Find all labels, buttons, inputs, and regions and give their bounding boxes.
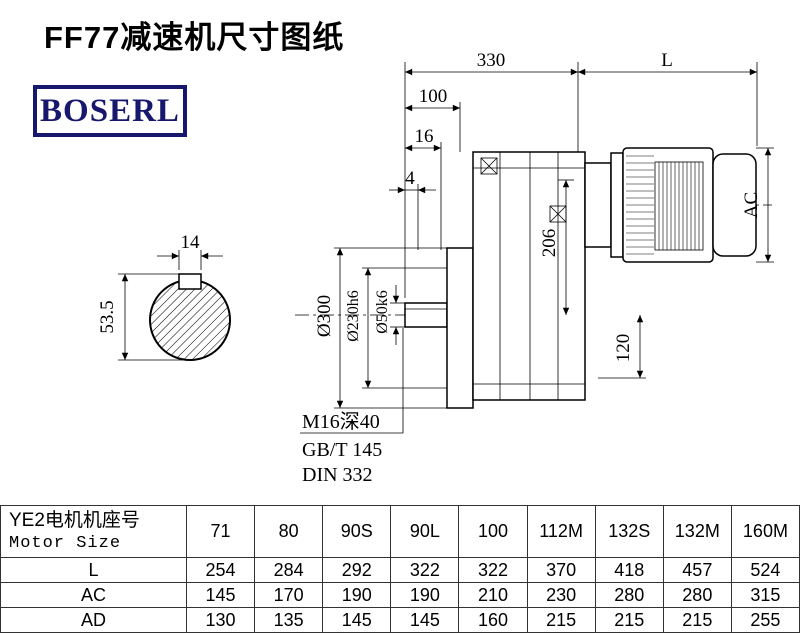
dim-label-100: 100: [419, 86, 448, 107]
value-cell: 370: [526, 557, 596, 583]
dim-label-d50k6: Ø50k6: [374, 290, 391, 334]
output-flange: [446, 247, 474, 409]
col-header: 132S: [594, 505, 664, 558]
row-label: L: [0, 557, 187, 583]
dim-label-d300: Ø300: [314, 295, 335, 337]
value-cell: 255: [730, 607, 800, 633]
vertical-dimensions: 206 120 AC: [539, 147, 774, 379]
value-cell: 215: [526, 607, 596, 633]
value-cell: 457: [662, 557, 732, 583]
housing-body: [472, 151, 586, 401]
motor-flange-ring: [610, 152, 624, 258]
value-cell: 190: [390, 582, 460, 608]
dimension-table: YE2电机机座号 Motor Size 71 80 90S 90L 100 11…: [0, 505, 800, 633]
table-header-row: YE2电机机座号 Motor Size 71 80 90S 90L 100 11…: [0, 505, 800, 558]
value-cell: 280: [594, 582, 664, 608]
col-header: 90L: [390, 505, 460, 558]
value-cell: 130: [185, 607, 256, 633]
note-m16: M16深40: [302, 410, 380, 433]
value-cell: 230: [526, 582, 596, 608]
fan-cover: [712, 153, 757, 257]
dim-label-d230h6: Ø230h6: [345, 290, 362, 342]
dim-label-4: 4: [405, 168, 415, 189]
dim-label-120: 120: [613, 334, 634, 363]
value-cell: 215: [662, 607, 732, 633]
keyway-notch: [178, 273, 202, 290]
value-cell: 145: [322, 607, 392, 633]
col-header: 80: [254, 505, 324, 558]
value-cell: 322: [458, 557, 528, 583]
note-gbt145: GB/T 145: [302, 439, 382, 461]
row-label: AC: [0, 582, 187, 608]
dim-label-53-5: 53.5: [97, 300, 118, 333]
row-label: AD: [0, 607, 187, 633]
shaft-bore-circle: [149, 279, 231, 361]
col-header: 132M: [662, 505, 732, 558]
table-row-L: L 254 284 292 322 322 370 418 457 524: [0, 557, 800, 583]
motor-grille: [654, 161, 704, 251]
col-header: 112M: [526, 505, 596, 558]
motor-size-header-cn: YE2电机机座号: [9, 509, 140, 531]
page-title: FF77减速机尺寸图纸: [44, 20, 345, 55]
output-shaft: [404, 302, 448, 328]
value-cell: 160: [458, 607, 528, 633]
col-header: 71: [185, 505, 256, 558]
motor-outline: [610, 147, 757, 263]
dim-label-16: 16: [415, 126, 434, 147]
note-din332: DIN 332: [302, 464, 373, 486]
value-cell: 215: [594, 607, 664, 633]
motor-size-header-cell: YE2电机机座号 Motor Size: [0, 505, 187, 558]
col-header: 100: [458, 505, 528, 558]
value-cell: 145: [390, 607, 460, 633]
gearbox-outline: [404, 151, 612, 409]
dim-label-330: 330: [477, 50, 506, 71]
table-row-AD: AD 130 135 145 145 160 215 215 215 255: [0, 607, 800, 633]
value-cell: 254: [185, 557, 256, 583]
mounting-hole-marker: [480, 157, 498, 175]
value-cell: 418: [594, 557, 664, 583]
dimension-drawing: 14 53.5: [97, 50, 774, 486]
value-cell: 170: [254, 582, 324, 608]
motor-adapter: [584, 162, 612, 248]
col-header: 160M: [730, 505, 800, 558]
value-cell: 524: [730, 557, 800, 583]
top-dimensions: 330 L 100 16 4: [389, 50, 758, 298]
boserl-logo: BOSERL: [33, 85, 187, 137]
value-cell: 280: [662, 582, 732, 608]
col-header: 90S: [322, 505, 392, 558]
dim-label-L: L: [661, 50, 673, 71]
dim-label-14: 14: [181, 232, 201, 253]
shaft-section-view: 14 53.5: [97, 232, 231, 361]
boserl-logo-text: BOSERL: [40, 92, 180, 129]
dim-label-206: 206: [539, 229, 560, 258]
diameter-dimensions: Ø300 Ø230h6 Ø50k6: [314, 247, 447, 409]
value-cell: 145: [185, 582, 256, 608]
value-cell: 284: [254, 557, 324, 583]
value-cell: 210: [458, 582, 528, 608]
dim-label-AC: AC: [741, 192, 762, 218]
value-cell: 322: [390, 557, 460, 583]
value-cell: 135: [254, 607, 324, 633]
table-row-AC: AC 145 170 190 190 210 230 280 280 315: [0, 582, 800, 608]
value-cell: 292: [322, 557, 392, 583]
value-cell: 315: [730, 582, 800, 608]
thread-notes: M16深40 GB/T 145 DIN 332: [300, 328, 404, 486]
value-cell: 190: [322, 582, 392, 608]
motor-fins: [626, 155, 654, 255]
motor-size-header-en: Motor Size: [9, 533, 122, 553]
